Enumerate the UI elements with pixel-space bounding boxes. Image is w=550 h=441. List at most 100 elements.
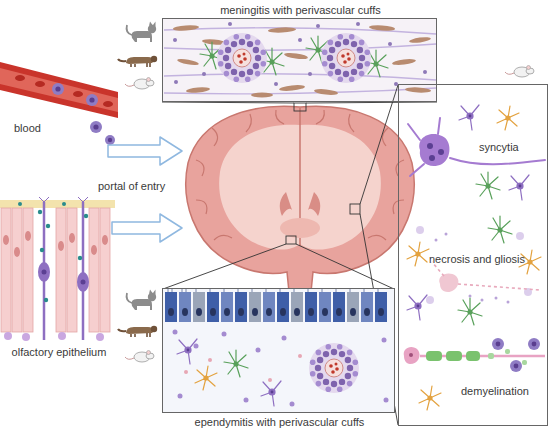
right-panel-art [488, 353, 494, 359]
olfactory-epithelium-art [56, 208, 66, 332]
blood-vessel-art [0, 62, 118, 118]
meningitis-inset-art [164, 44, 436, 50]
ependymitis-inset-art [290, 402, 295, 407]
right-panel-art [459, 105, 479, 130]
entry-arrows [108, 137, 182, 165]
meningitis-inset-art [251, 93, 273, 98]
olfactory-epithelium-art [3, 235, 9, 245]
ependymitis-inset-art [309, 343, 359, 393]
ependymitis-inset-art [179, 292, 191, 322]
ependymitis-inset-art [336, 308, 342, 316]
blood-vessel-art [0, 68, 118, 112]
blood-vessel-art [52, 83, 115, 145]
brain-coronal-section [280, 218, 320, 238]
olfactory-epithelium-art [1, 208, 110, 332]
right-panel-art [407, 295, 427, 320]
right-panel-art [505, 349, 510, 354]
meningitis-inset-art [316, 24, 320, 28]
blood-vessel-art [52, 83, 64, 95]
right-panel-art [407, 242, 429, 266]
olfactory-epithelium-art [89, 208, 99, 332]
blood-vessel-art [90, 121, 102, 133]
meningitis-inset-art [321, 33, 371, 83]
ependymitis-inset-art [333, 292, 345, 322]
ependymitis-inset-art [177, 339, 197, 364]
brain-coronal-section [276, 110, 284, 124]
ependymitis-inset-art [162, 288, 395, 413]
meningitis-inset-art [162, 18, 437, 102]
ependymitis-inset-art [224, 308, 230, 316]
right-panel-art [495, 297, 498, 300]
olfactory-epithelium-art [44, 298, 48, 302]
ependymitis-inset-art [244, 398, 249, 403]
olfactory-epithelium-art [91, 245, 97, 255]
right-panel-art [446, 351, 462, 361]
ependymitis-inset-art [210, 308, 216, 316]
olfactory-epithelium-art [39, 197, 88, 202]
ependymitis-inset-art [162, 288, 395, 413]
right-panel-art [426, 296, 434, 304]
brain-coronal-section [186, 106, 414, 302]
right-panel-art [458, 298, 482, 325]
right-panel-art [426, 351, 480, 361]
olfactory-epithelium-art [22, 333, 30, 341]
right-panel-art [496, 342, 537, 369]
blood-vessel-art [103, 101, 113, 107]
olfactory-epithelium-art [58, 332, 66, 340]
ependymitis-inset-art [294, 308, 300, 316]
ependymitis-inset-art [238, 308, 244, 316]
ependymitis-inset-art [263, 292, 275, 322]
olfactory-epithelium-art [1, 208, 11, 332]
ependymitis-inset-art [184, 370, 188, 374]
right-panel-art [404, 347, 420, 364]
meningitis-inset-art [173, 22, 427, 86]
ependymitis-inset-art [208, 358, 212, 362]
animal-icons [127, 290, 157, 311]
brain-coronal-section [368, 235, 386, 240]
right-panel-art [408, 118, 545, 176]
meningitis-inset-art [173, 38, 177, 42]
right-panel-art [445, 233, 448, 236]
ependymitis-inset-art [196, 308, 202, 316]
zoom-leaders [294, 103, 306, 111]
right-panel-art [427, 143, 433, 149]
animal-icons [118, 56, 157, 67]
meningitis-inset-art [388, 42, 392, 46]
meningitis-inset-art [164, 28, 436, 34]
right-panel-art [528, 338, 540, 350]
brain-coronal-section [246, 114, 251, 132]
ependymitis-inset-art [305, 292, 317, 322]
meningitis-inset: meningitis with perivascular cuffs [162, 18, 437, 102]
olfactory-epithelium-art [69, 233, 75, 243]
ependymitis-inset-art [361, 292, 373, 322]
ependymitis-inset-art [291, 292, 303, 322]
brain-coronal-section [212, 128, 218, 146]
right-panel-art [496, 342, 501, 347]
right-panel-art [409, 353, 413, 357]
right-panel-art [416, 226, 532, 304]
blood-vessel-art [73, 91, 83, 97]
meningitis-inset-art [279, 84, 305, 92]
right-panel-art [408, 118, 440, 176]
lesion-label: necrosis and gliosis [429, 253, 525, 266]
animal-icons [125, 351, 154, 363]
blood-vessel-art [105, 135, 115, 145]
right-panel-art [439, 274, 458, 292]
right-panel-art [416, 226, 424, 234]
olfactory-epithelium-art [3, 231, 108, 257]
right-panel-art [426, 351, 442, 361]
blood-vessel-art [35, 81, 45, 87]
right-panel-art [497, 106, 519, 130]
right-panel-art [492, 338, 540, 372]
meningitis-inset-art [173, 24, 431, 97]
zoom-leaders [350, 204, 360, 214]
ependymitis-inset-art [168, 289, 378, 292]
olfactory-epithelium-art [40, 248, 44, 252]
olfactory-epithelium-art [102, 235, 108, 245]
meningitis-inset-art [298, 38, 302, 42]
right-panel-art [432, 262, 540, 290]
pathology-panel: syncytianecrosis and gliosisdemyelinatio… [398, 84, 548, 426]
lesion-label: syncytia [479, 141, 519, 154]
ependymitis-inset-art [193, 292, 205, 322]
brain-coronal-section [214, 235, 232, 240]
